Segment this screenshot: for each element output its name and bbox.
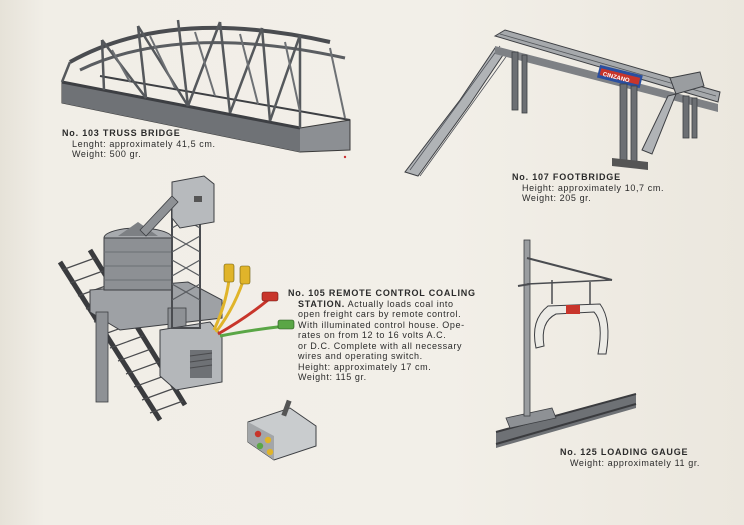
loading-gauge-title: No. 125 LOADING GAUGE [560,447,689,457]
truss-bridge-title: No. 103 TRUSS BRIDGE [62,128,181,138]
coaling-station-desc-6: wires and operating switch. [298,351,423,361]
coaling-station-title: No. 105 REMOTE CONTROL COALING [288,288,476,298]
loading-gauge-caption: No. 125 LOADING GAUGE Weight: approximat… [560,447,700,468]
loading-gauge-weight: Weight: approximately 11 gr. [570,457,701,468]
footbridge-weight: Weight: 205 gr. [522,193,592,203]
coaling-station-desc-3: With illuminated control house. Ope- [298,319,465,330]
footbridge-title: No. 107 FOOTBRIDGE [512,172,621,182]
coaling-station-desc-2: open freight cars by remote control. [298,309,462,319]
coaling-station-weight: Weight: 115 gr. [298,372,367,382]
coaling-station-height: Height: approximately 17 cm. [298,361,432,372]
coaling-station-desc-5: or D.C. Complete with all necessary [298,340,463,351]
coaling-station-caption: No. 105 REMOTE CONTROL COALING STATION. … [288,288,476,383]
footbridge-height: Height: approximately 10,7 cm. [522,182,665,193]
coaling-station-desc-4: rates on from 12 to 16 volts A.C. [298,330,447,340]
footbridge-caption: No. 107 FOOTBRIDGE Height: approximately… [512,172,664,204]
truss-bridge-caption: No. 103 TRUSS BRIDGE Lenght: approximate… [62,128,216,160]
coaling-station-desc-1: Actually loads coal into [347,298,454,309]
truss-bridge-weight: Weight: 500 gr. [72,149,142,159]
coaling-station-title-cont: STATION. [298,298,346,309]
truss-bridge-length: Lenght: approximately 41,5 cm. [72,138,216,149]
